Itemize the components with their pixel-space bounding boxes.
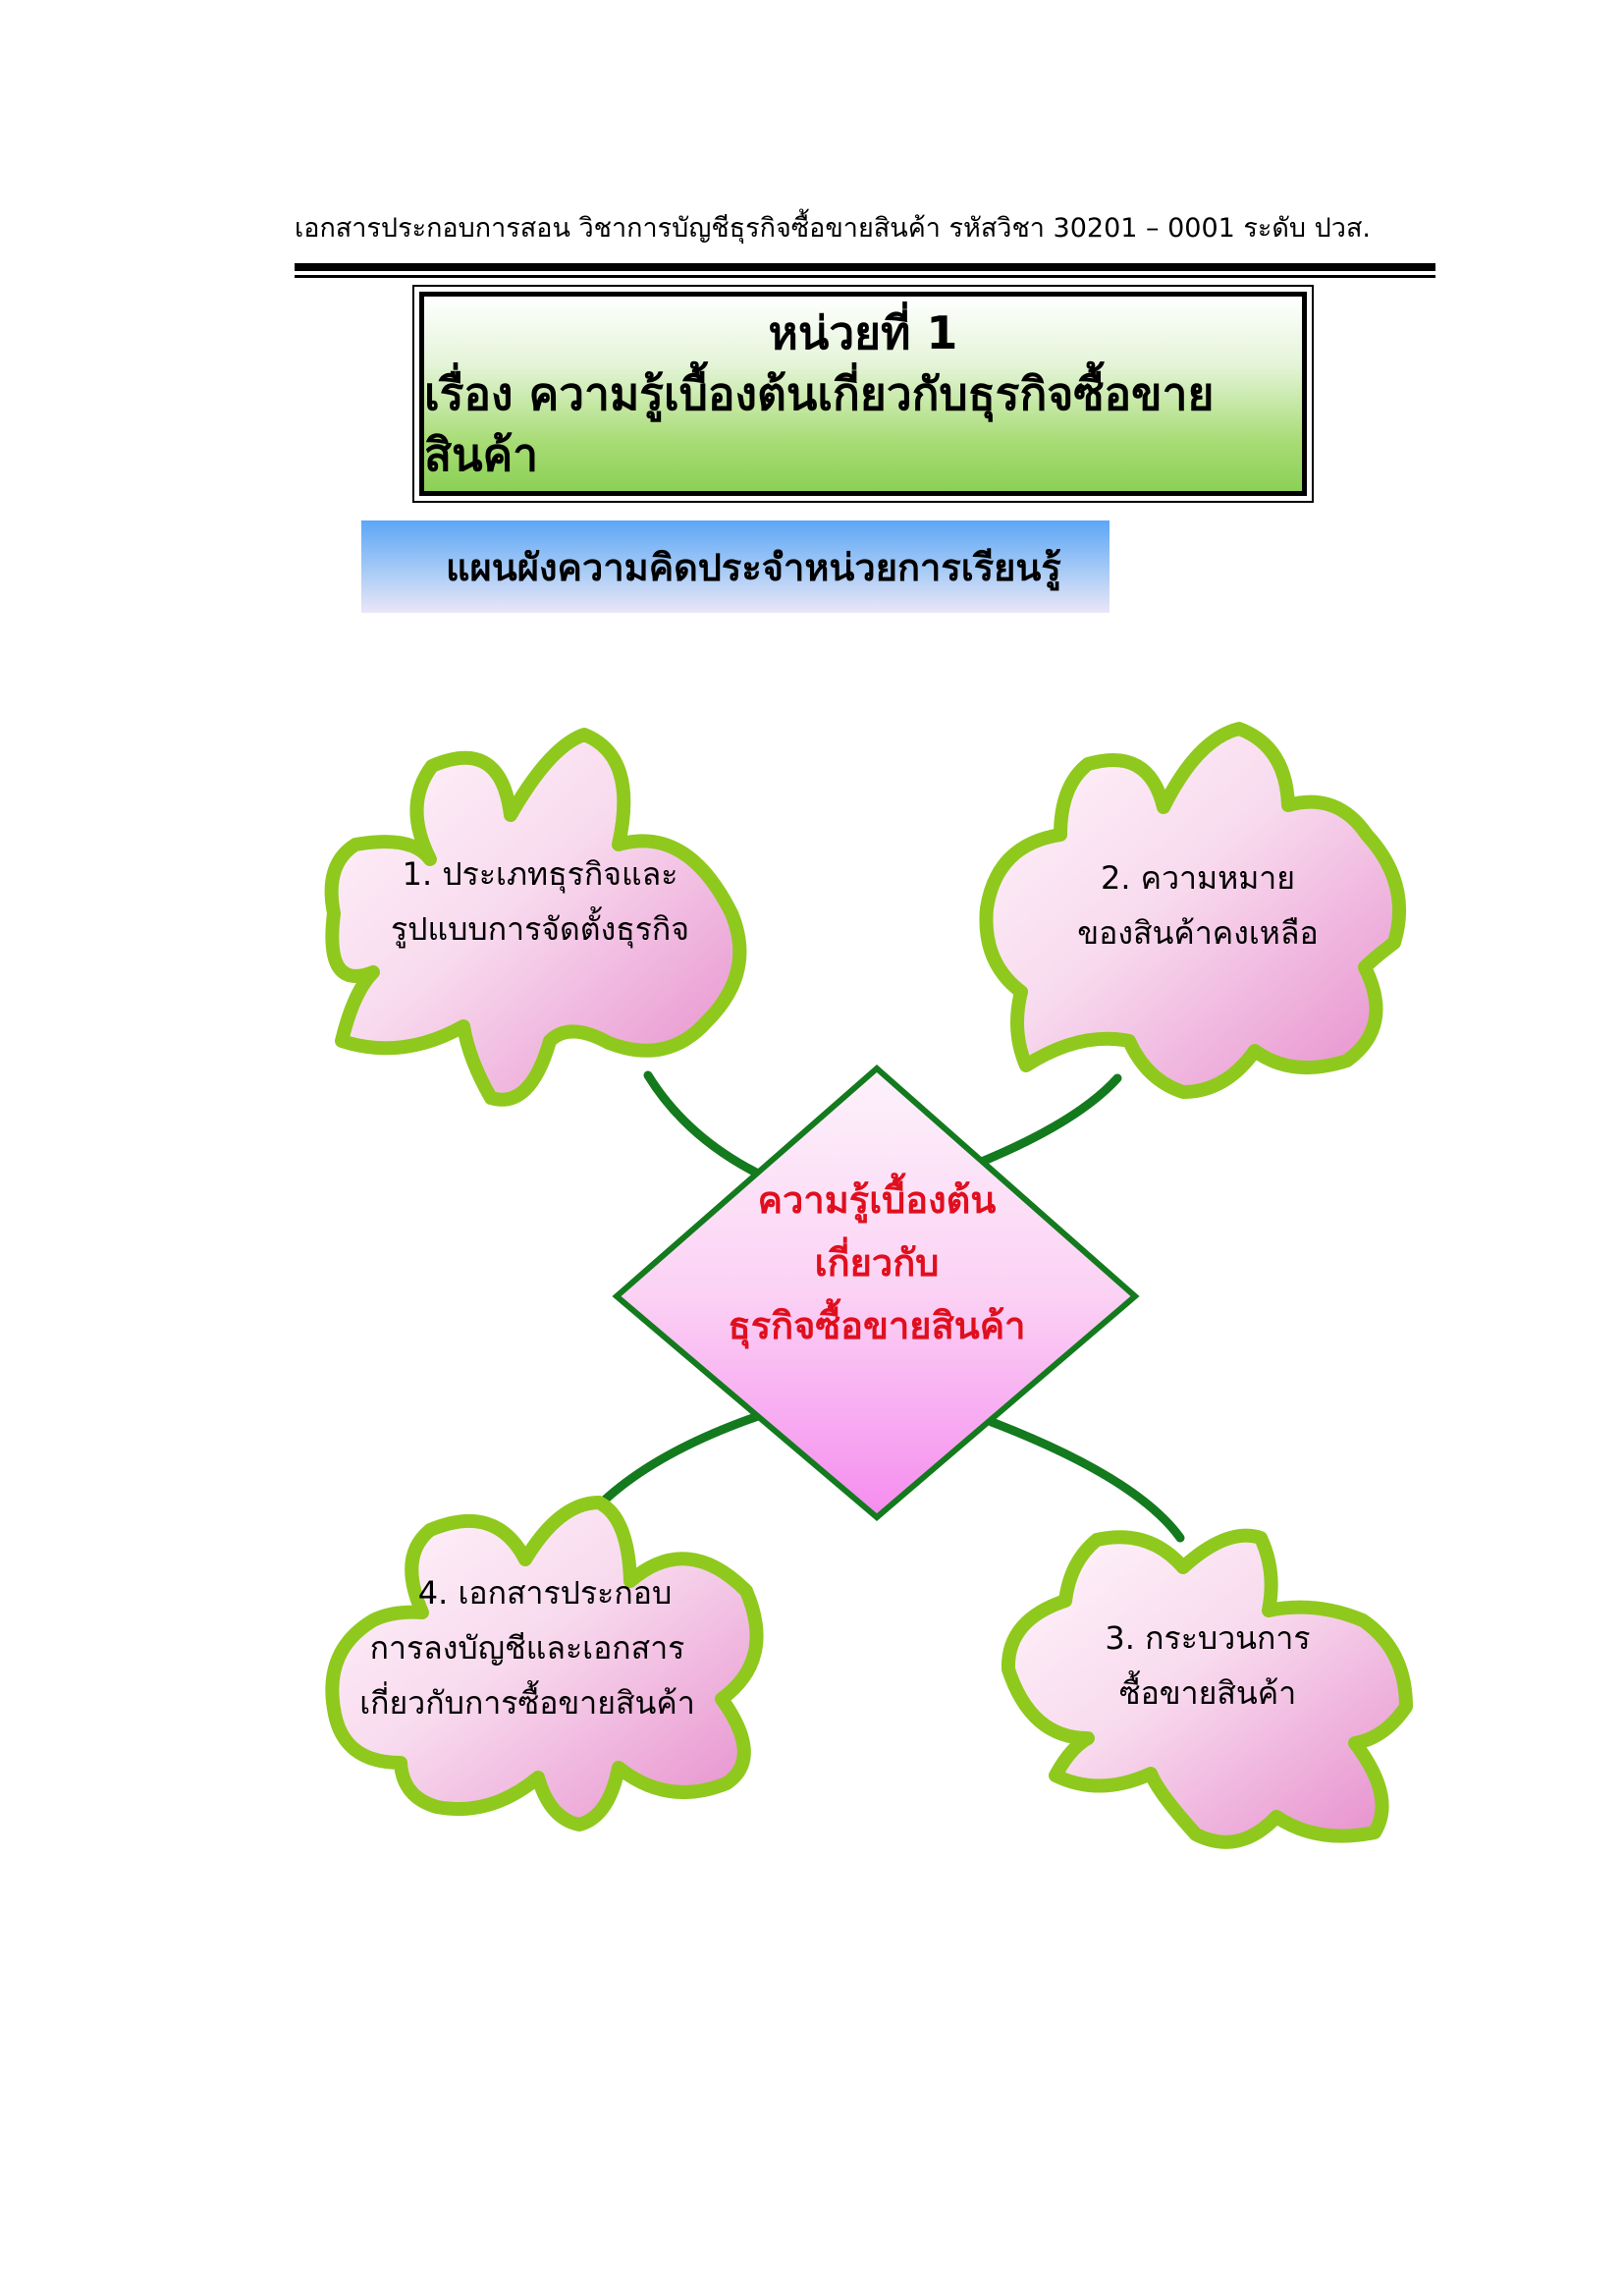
- node-2-line-1: 2. ความหมาย: [1100, 859, 1296, 897]
- mindmap-node-3: [1001, 1528, 1413, 1849]
- unit-number: หน่วยที่ 1: [768, 305, 958, 359]
- mindmap-heading: แผนผังความคิดประจำหน่วยการเรียนรู้: [361, 520, 1110, 613]
- connector-node-4: [587, 1409, 769, 1517]
- node-4-line-2: การลงบัญชีและเอกสาร: [369, 1629, 685, 1667]
- center-diamond: [612, 1065, 1140, 1521]
- node-4-shape: [325, 1496, 764, 1831]
- node-1-line-2: รูปแบบการจัดตั้งธุรกิจ: [390, 910, 690, 948]
- node-2-line-2: ของสินค้าคงเหลือ: [1077, 914, 1319, 952]
- center-text: ความรู้เบื้องต้น เกี่ยวกับ ธุรกิจซื้อขาย…: [680, 1169, 1073, 1357]
- unit-title-inner: หน่วยที่ 1 เรื่อง ความรู้เบื้องต้นเกี่ยว…: [419, 292, 1307, 496]
- header-rule-thick: [295, 263, 1435, 271]
- running-header: เอกสารประกอบการสอน วิชาการบัญชีธุรกิจซื้…: [295, 213, 1372, 244]
- mindmap-connectors: [587, 1070, 1185, 1543]
- node-4-line-1: 4. เอกสารประกอบ: [417, 1574, 673, 1612]
- mindmap-node-1: [324, 728, 747, 1107]
- node-1-text: 1. ประเภทธุรกิจและ รูปแบบการจัดตั้งธุรกิ…: [363, 847, 717, 957]
- connector-node-1: [643, 1070, 769, 1181]
- node-3-line-1: 3. กระบวนการ: [1105, 1619, 1311, 1657]
- connector-node-2: [979, 1073, 1122, 1166]
- node-4-line-3: เกี่ยวกับการซื้อขายสินค้า: [359, 1684, 695, 1722]
- node-2-shape: [979, 722, 1406, 1099]
- header-rule-thin: [295, 275, 1435, 278]
- node-1-line-1: 1. ประเภทธุรกิจและ: [402, 855, 678, 893]
- mindmap-center: [612, 1065, 1140, 1521]
- center-line-3: ธุรกิจซื้อขายสินค้า: [728, 1304, 1026, 1347]
- center-line-1: ความรู้เบื้องต้น: [757, 1178, 997, 1222]
- unit-topic: เรื่อง ความรู้เบื้องต้นเกี่ยวกับธุรกิจซื…: [424, 366, 1215, 482]
- mindmap-node-4: [325, 1496, 764, 1831]
- mindmap-node-2: [979, 722, 1406, 1099]
- unit-title-box: หน่วยที่ 1 เรื่อง ความรู้เบื้องต้นเกี่ยว…: [412, 285, 1314, 503]
- node-3-shape: [1001, 1528, 1413, 1849]
- node-4-text: 4. เอกสารประกอบ การลงบัญชีและเอกสาร เกี่…: [336, 1565, 719, 1730]
- node-1-shape: [324, 728, 747, 1107]
- connector-node-3: [987, 1417, 1185, 1543]
- node-2-text: 2. ความหมาย ของสินค้าคงเหลือ: [1021, 850, 1375, 960]
- center-line-2: เกี่ยวกับ: [814, 1241, 940, 1285]
- node-3-text: 3. กระบวนการ ซื้อขายสินค้า: [1031, 1611, 1384, 1721]
- mindmap-heading-text: แผนผังความคิดประจำหน่วยการเรียนรู้: [446, 545, 1061, 589]
- mindmap-nodes: [324, 722, 1413, 1849]
- node-3-line-2: ซื้อขายสินค้า: [1118, 1674, 1297, 1712]
